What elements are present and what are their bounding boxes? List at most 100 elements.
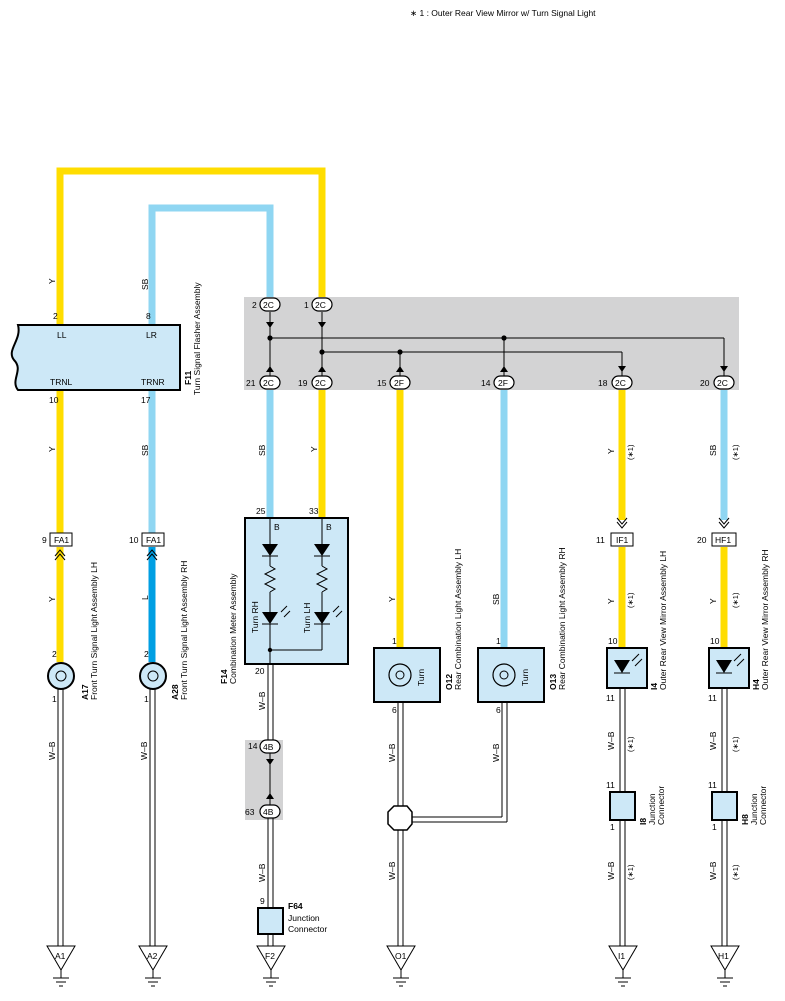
jb-pin-oval xyxy=(611,375,633,390)
if1-connector xyxy=(610,532,634,547)
wire-label-y: Y xyxy=(387,596,397,602)
meter-code: F14 xyxy=(219,669,229,684)
arrow-icon xyxy=(318,322,326,328)
led-icon xyxy=(614,660,630,673)
h4-pin-bottom: 11 xyxy=(708,693,717,703)
jb-4b-pins: 14 4B 63 4B xyxy=(245,739,281,819)
bulb-icon xyxy=(55,670,67,682)
a17-name: Front Turn Signal Light Assembly LH xyxy=(89,562,99,700)
junction-block-2c-2f xyxy=(244,297,739,390)
wire-label-l: L xyxy=(140,595,150,600)
o12-pin-top: 1 xyxy=(392,636,397,646)
jb-pin-num: 2 xyxy=(252,300,257,310)
jb-pin-num: 1 xyxy=(304,300,309,310)
diode-icon xyxy=(314,544,330,556)
wire-label-star1: (∗1) xyxy=(731,864,740,880)
i4-pin-bottom: 11 xyxy=(606,693,615,703)
wire-label-star1: (∗1) xyxy=(731,444,740,460)
wb-labels: W–B W–B W–B W–B W–B W–B W–B W–B (∗1) W–B… xyxy=(47,691,740,882)
chevron-up-icon xyxy=(54,549,66,557)
flasher-pin-trnr-num: 17 xyxy=(141,395,151,405)
meter-turn-rh: Turn RH xyxy=(250,601,260,633)
wire-label-wb: W–B xyxy=(708,861,718,880)
meter-pin-33: 33 xyxy=(309,506,319,516)
arrow-icon xyxy=(266,366,274,372)
o13-pin-top: 1 xyxy=(496,636,501,646)
a28-pin-top: 2 xyxy=(144,649,149,659)
wire-label-wb: W–B xyxy=(257,691,267,710)
wire-label-star1: (∗1) xyxy=(731,736,740,752)
ground-icon xyxy=(386,945,416,971)
jb-pin-conn: 2C xyxy=(315,300,326,310)
a17-pin-top: 2 xyxy=(52,649,57,659)
o13-name: Rear Combination Light Assembly RH xyxy=(557,547,567,690)
splice-octagon xyxy=(387,805,413,831)
ground-a2: A2 xyxy=(138,945,168,987)
bulb-icon xyxy=(492,663,516,687)
wire-label-wb: W–B xyxy=(47,741,57,760)
meter-body xyxy=(244,517,349,665)
h4-body xyxy=(708,647,750,689)
wire-label-sb: SB xyxy=(257,444,267,456)
footnote: ∗ 1 : Outer Rear View Mirror w/ Turn Sig… xyxy=(410,8,596,18)
o13-code: O13 xyxy=(548,674,558,690)
jb4b-conn-top: 4B xyxy=(263,742,274,752)
sky-blue-wires xyxy=(148,204,728,648)
if1-pin: 11 xyxy=(596,535,605,545)
jb-pin-oval xyxy=(713,375,735,390)
chevron-up-icon xyxy=(146,553,158,561)
jb-pin-num: 18 xyxy=(598,378,608,388)
i8-name1: Junction xyxy=(647,793,657,825)
meter-pin-25: 25 xyxy=(256,506,266,516)
light-ray-icon xyxy=(283,610,291,618)
i4-body xyxy=(606,647,648,689)
wire-label-y: Y xyxy=(606,448,616,454)
jb-pin-conn: 2C xyxy=(263,300,274,310)
f64-code: F64 xyxy=(288,901,303,911)
jb-pin-oval xyxy=(259,375,281,390)
f64-body xyxy=(257,907,284,935)
jb-pin-oval xyxy=(493,375,515,390)
filament-icon xyxy=(499,670,509,680)
wire-label-y: Y xyxy=(47,446,57,452)
meter-name: Combination Meter Assembly xyxy=(228,573,238,684)
flasher-pin-ll-num: 2 xyxy=(53,311,58,321)
if1-label: IF1 xyxy=(616,535,629,545)
i8-pin-top: 11 xyxy=(606,780,615,790)
wire-label-sb: SB xyxy=(140,444,150,456)
splice-dot xyxy=(397,349,403,355)
i4-code: I4 xyxy=(649,683,659,690)
wire-label-sb: SB xyxy=(491,593,501,605)
led-icon xyxy=(262,612,278,624)
wire-label-wb: W–B xyxy=(139,741,149,760)
wire-label-star1: (∗1) xyxy=(731,592,740,608)
splice-dot xyxy=(267,335,273,341)
ground-a1: A1 xyxy=(46,945,76,987)
wire-label-wb: W–B xyxy=(606,731,616,750)
wire-label-wb: W–B xyxy=(387,861,397,880)
jb-pin-conn: 2C xyxy=(717,378,728,388)
jb-pin-conn: 2C xyxy=(315,378,326,388)
a17-code: A17 xyxy=(80,684,90,700)
h4-pin-top: 10 xyxy=(710,636,720,646)
jb-pin-conn: 2C xyxy=(263,378,274,388)
meter-turn-lh: Turn LH xyxy=(302,603,312,633)
ground-label: A2 xyxy=(147,951,158,961)
ground-label: I1 xyxy=(618,951,625,961)
wire-label-y: Y xyxy=(309,446,319,452)
arrow-icon xyxy=(318,366,326,372)
ground-o1: O1 xyxy=(386,945,416,987)
junction-connector-h8: 11 1 H8 Junction Connector xyxy=(708,780,768,832)
resistor-icon xyxy=(263,565,277,593)
chevron-up-icon xyxy=(146,549,158,557)
front-turn-lamp-rh: 2 1 A28 Front Turn Signal Light Assembly… xyxy=(139,561,189,704)
a28-code: A28 xyxy=(170,684,180,700)
arrow-icon xyxy=(618,366,626,372)
arrow-icon xyxy=(266,322,274,328)
junction-block-internals xyxy=(266,312,728,378)
flasher-pin-trnl-num: 10 xyxy=(49,395,59,405)
o13-inner: Turn xyxy=(520,669,530,686)
wire-label-sb: SB xyxy=(708,444,718,456)
wire-label-wb: W–B xyxy=(606,861,616,880)
